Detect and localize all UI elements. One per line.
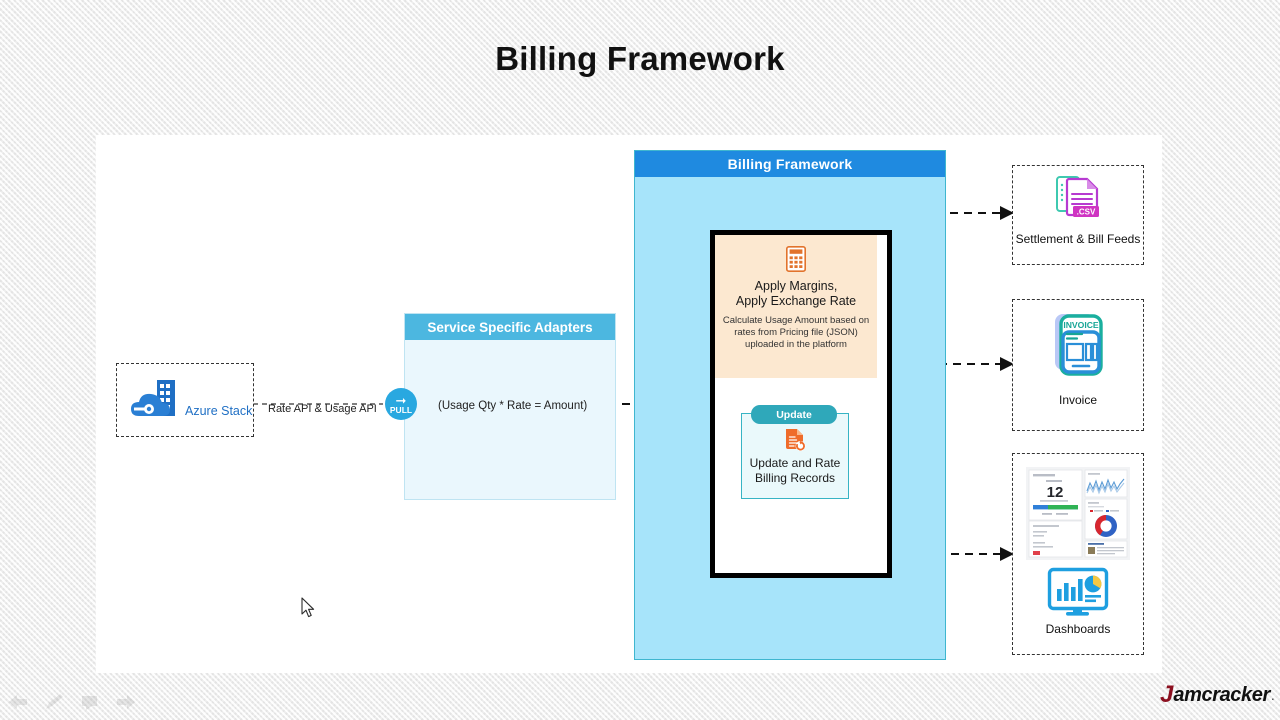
azure-stack-icon	[131, 380, 175, 416]
connector-lines	[253, 206, 1014, 561]
output-dashboards[interactable]: 12	[1012, 453, 1144, 655]
apply-margins-sub-line2: rates from Pricing file (JSON)	[734, 327, 858, 338]
apply-margins-title: Apply Margins, Apply Exchange Rate	[715, 279, 877, 309]
usage-formula-label: (Usage Qty * Rate = Amount)	[438, 400, 588, 412]
apply-margins-sub-line3: uploaded in the platform	[745, 339, 847, 350]
pull-label: PULL	[389, 405, 413, 415]
logo-wordmark: amcracker	[1173, 683, 1270, 706]
rate-api-label: Rate API & Usage API	[268, 403, 377, 415]
apply-margins-title-line1: Apply Margins,	[754, 279, 838, 293]
update-rate-billing-card[interactable]: Update and Rate Billing Records	[741, 413, 849, 499]
update-badge[interactable]: Update	[751, 405, 837, 424]
dashboard-monitor-icon	[1047, 567, 1109, 616]
billing-framework-header-label: Billing Framework	[635, 151, 945, 177]
apply-margins-sub-line1: Calculate Usage Amount based on	[722, 315, 870, 326]
output-settlement-label: Settlement & Bill Feeds	[1015, 232, 1141, 246]
service-specific-adapters-panel[interactable]: Service Specific Adapters	[404, 313, 616, 500]
apply-margins-card[interactable]: Apply Margins, Apply Exchange Rate Calcu…	[715, 235, 877, 378]
update-card-title-line2: Billing Records	[754, 471, 836, 485]
dashboard-thumb-number: 12	[1047, 484, 1064, 501]
pull-badge[interactable]: ➞ PULL	[385, 388, 417, 420]
arrow-right-icon: ➞	[395, 393, 407, 408]
arrow-right-icon[interactable]	[116, 693, 136, 711]
update-card-title: Update and Rate Billing Records	[742, 456, 848, 486]
output-invoice[interactable]: INVOICE Invoice	[1012, 299, 1144, 431]
invoice-document-icon: INVOICE	[1055, 314, 1103, 376]
csv-file-icon: .CSV	[1056, 176, 1099, 217]
update-card-title-line1: Update and Rate	[749, 456, 841, 470]
presentation-toolbar[interactable]	[8, 690, 135, 714]
output-settlement-bill-feeds[interactable]: .CSV Settlement & Bill Feeds	[1012, 165, 1144, 265]
notes-icon[interactable]	[80, 693, 100, 711]
logo-initial: J	[1160, 681, 1174, 708]
jamcracker-logo: J amcracker .	[1160, 682, 1275, 708]
azure-stack-node[interactable]: Azure Stack	[116, 363, 254, 437]
page-title: Billing Framework	[495, 40, 785, 77]
output-invoice-label: Invoice	[1058, 393, 1098, 407]
dashboard-thumbnail: 12	[1026, 467, 1130, 560]
calculator-icon	[786, 246, 806, 272]
svg-text:.CSV: .CSV	[1077, 208, 1096, 217]
output-dashboards-label: Dashboards	[1045, 622, 1111, 636]
azure-stack-label: Azure Stack	[185, 404, 253, 418]
apply-margins-title-line2: Apply Exchange Rate	[735, 294, 857, 308]
adapters-header-label: Service Specific Adapters	[405, 314, 615, 340]
apply-margins-subtext: Calculate Usage Amount based on rates fr…	[721, 315, 871, 351]
document-refresh-icon	[786, 429, 806, 451]
pen-icon[interactable]	[44, 693, 64, 711]
mouse-cursor	[301, 597, 315, 618]
logo-suffix: .	[1270, 687, 1275, 703]
arrow-left-icon[interactable]	[8, 693, 28, 711]
diagram-canvas: Azure Stack Rate API & Usage API Service…	[96, 135, 1162, 673]
svg-text:INVOICE: INVOICE	[1063, 320, 1099, 330]
